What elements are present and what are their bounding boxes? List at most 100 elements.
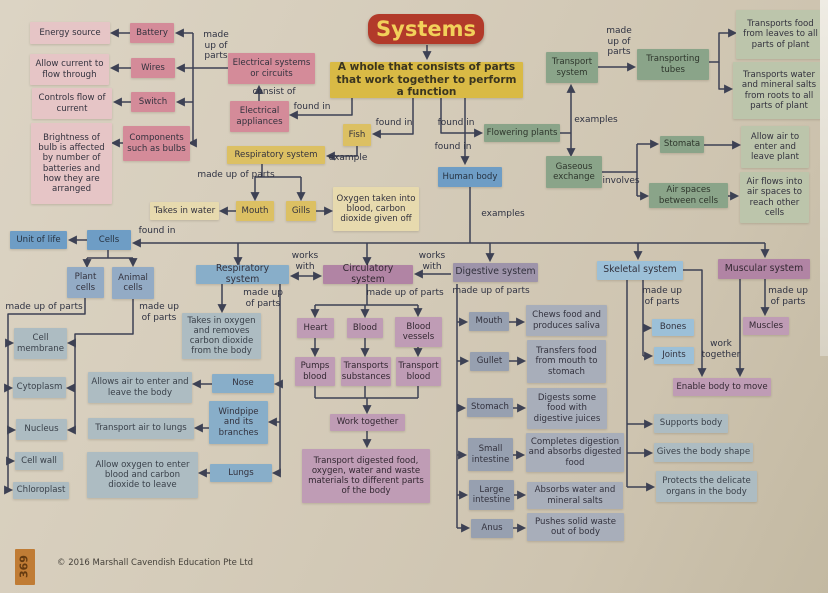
wires: Wires <box>131 58 175 78</box>
gives-shape: Gives the body shape <box>654 443 753 462</box>
cells: Cells <box>87 230 131 250</box>
brightness: Brightness of bulb is affected by number… <box>31 123 112 204</box>
involves-label: involves <box>602 175 640 186</box>
made-parts-plant-label: made up of parts <box>5 301 83 312</box>
systems-title: Systems <box>368 14 484 44</box>
made-parts-tubes-label: made up of parts <box>606 26 632 58</box>
digestive-sys: Digestive system <box>453 263 538 282</box>
mouth-dig: Mouth <box>469 312 509 331</box>
air-spaces: Air spaces between cells <box>649 183 728 208</box>
muscular-sys: Muscular system <box>718 259 810 279</box>
stomach: Stomach <box>467 398 513 417</box>
examples-plant-label: examples <box>574 114 618 125</box>
transports-food: Transports food from leaves to all parts… <box>736 10 825 59</box>
plant-cells: Plant cells <box>67 267 104 298</box>
mouth-fish: Mouth <box>236 201 274 221</box>
chews: Chews food and produces saliva <box>526 305 607 336</box>
pumps-blood: Pumps blood <box>295 357 335 386</box>
gills: Gills <box>286 201 316 221</box>
lungs: Lungs <box>210 464 272 482</box>
transporting-tubes: Transporting tubes <box>637 49 709 80</box>
takes-in-water: Takes in water <box>150 202 219 220</box>
found-in-appl-label: found in <box>293 101 331 112</box>
made-parts-skel-label: made up of parts <box>642 286 682 307</box>
large-intestine: Large intestine <box>469 480 514 510</box>
protects: Protects the delicate organs in the body <box>656 471 757 502</box>
windpipe: Windpipe and its branches <box>209 401 268 444</box>
elec-systems: Electrical systems or circuits <box>228 53 315 84</box>
battery: Battery <box>130 23 174 43</box>
transport-air: Transport air to lungs <box>88 418 194 439</box>
circulatory-sys: Circulatory system <box>323 263 413 284</box>
cytoplasm: Cytoplasm <box>13 377 66 398</box>
examples-hb-label: examples <box>481 208 525 219</box>
made-parts-resp-label: made up of parts <box>243 288 283 309</box>
animal-cells: Animal cells <box>112 267 154 299</box>
allow-current: Allow current to flow through <box>30 54 109 85</box>
energy-source: Energy source <box>30 22 110 44</box>
blood-vessels: Blood vessels <box>395 317 442 347</box>
cell-membrane: Cell membrane <box>14 328 67 359</box>
chloroplast: Chloroplast <box>13 482 69 499</box>
works-with-cd-label: works with <box>418 251 446 272</box>
made-parts-animal-label: made up of parts <box>139 302 179 323</box>
oxygen-taken: Oxygen taken into blood, carbon dioxide … <box>333 187 419 231</box>
anus: Anus <box>471 519 513 538</box>
found-in-fish-label: found in <box>375 117 413 128</box>
allow-oxygen-blood: Allow oxygen to enter blood and carbon d… <box>87 452 198 498</box>
gaseous-exchange: Gaseous exchange <box>546 156 602 188</box>
made-parts-dig-label: made up of parts <box>452 285 530 296</box>
made-parts-circ-label: made up of parts <box>366 287 444 298</box>
digests: Digests some food with digestive juices <box>527 388 607 429</box>
components: Components such as bulbs <box>123 126 190 161</box>
allows-air-body: Allows air to enter and leave the body <box>88 372 192 403</box>
definition: A whole that consists of parts that work… <box>330 61 523 98</box>
nose: Nose <box>212 374 274 393</box>
joints: Joints <box>654 347 694 364</box>
enable-move: Enable body to move <box>673 378 771 396</box>
human-body: Human body <box>438 167 502 187</box>
fish: Fish <box>343 124 371 146</box>
copyright: © 2016 Marshall Cavendish Education Pte … <box>57 557 253 568</box>
cell-wall: Cell wall <box>15 452 63 470</box>
works-with-rc-label: works with <box>291 251 319 272</box>
unit-of-life: Unit of life <box>10 231 67 249</box>
found-in-hb-label: found in <box>434 141 472 152</box>
takes-oxygen: Takes in oxygen and removes carbon dioxi… <box>182 313 261 359</box>
elec-appliances: Electrical appliances <box>230 101 289 132</box>
flowering-plants: Flowering plants <box>484 124 560 142</box>
switch: Switch <box>131 92 175 112</box>
small-intestine: Small intestine <box>468 438 513 471</box>
made-parts-elec-label: made up of parts <box>203 30 229 62</box>
bones: Bones <box>652 319 694 336</box>
found-in-cells-label: found in <box>138 225 176 236</box>
transport-digested: Transport digested food, oxygen, water a… <box>302 449 430 503</box>
transports-water: Transports water and mineral salts from … <box>733 62 825 119</box>
controls-flow: Controls flow of current <box>32 88 112 119</box>
stomata: Stomata <box>660 136 704 153</box>
transport-blood: Transport blood <box>396 357 441 386</box>
supports: Supports body <box>654 414 728 433</box>
consist-of-label: consist of <box>252 86 296 97</box>
work-together-circ: Work together <box>330 414 405 431</box>
respiratory-fish: Respiratory system <box>227 146 325 164</box>
allow-air-plant: Allow air to enter and leave plant <box>741 126 809 168</box>
made-parts-musc-label: made up of parts <box>768 286 808 307</box>
heart: Heart <box>297 318 334 338</box>
transport-system: Transport system <box>546 52 598 83</box>
completes: Completes digestion and absorbs digested… <box>526 433 624 472</box>
transports-substances: Transports substances <box>341 357 391 386</box>
respiratory-sys: Respiratory system <box>196 263 289 284</box>
absorbs: Absorbs water and mineral salts <box>527 482 623 509</box>
air-flows: Air flows into air spaces to reach other… <box>740 172 809 223</box>
gullet: Gullet <box>470 352 509 371</box>
example-fish-label: example <box>328 152 368 163</box>
muscles: Muscles <box>743 317 789 335</box>
made-parts-resp-fish-label: made up of parts <box>197 169 275 180</box>
pushes: Pushes solid waste out of body <box>527 513 624 541</box>
page-number: 369 <box>15 549 35 585</box>
transfers: Transfers food from mouth to stomach <box>527 340 606 383</box>
nucleus: Nucleus <box>16 419 67 440</box>
skeletal-sys: Skeletal system <box>597 261 683 280</box>
